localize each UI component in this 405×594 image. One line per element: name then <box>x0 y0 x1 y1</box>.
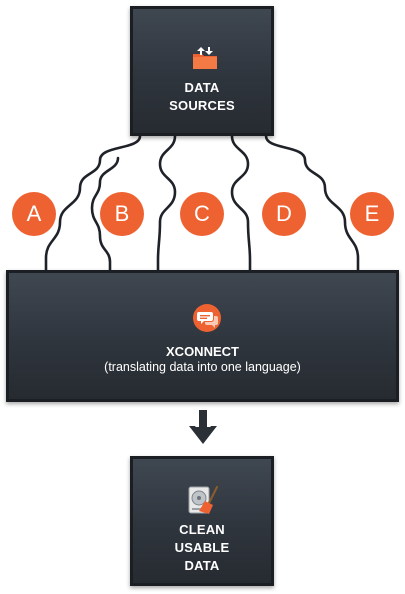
wire-a <box>44 134 142 274</box>
wire-d <box>230 134 252 274</box>
arrow-down-icon <box>189 410 217 444</box>
data-sources-box: DATA SOURCES <box>130 6 274 136</box>
data-sources-label: DATA SOURCES <box>169 80 235 113</box>
connector-circle-c: C <box>180 192 224 236</box>
chat-bubbles-icon <box>192 303 222 333</box>
hard-drive-broom-icon <box>187 485 221 515</box>
wire-b <box>90 156 120 274</box>
clean-data-box: CLEAN USABLE DATA <box>130 456 274 586</box>
xconnect-title: XCONNECT <box>166 344 239 359</box>
connector-circle-b: B <box>100 192 144 236</box>
wire-e <box>264 134 360 274</box>
xconnect-subtitle: (translating data into one language) <box>104 360 301 374</box>
wire-c <box>156 134 177 274</box>
clean-data-label: CLEAN USABLE DATA <box>174 522 230 573</box>
connector-circle-e: E <box>350 192 394 236</box>
connector-circle-a: A <box>12 192 56 236</box>
connector-circle-d: D <box>262 192 306 236</box>
xconnect-box: XCONNECT (translating data into one lang… <box>6 270 399 402</box>
folder-transfer-icon <box>191 45 219 71</box>
